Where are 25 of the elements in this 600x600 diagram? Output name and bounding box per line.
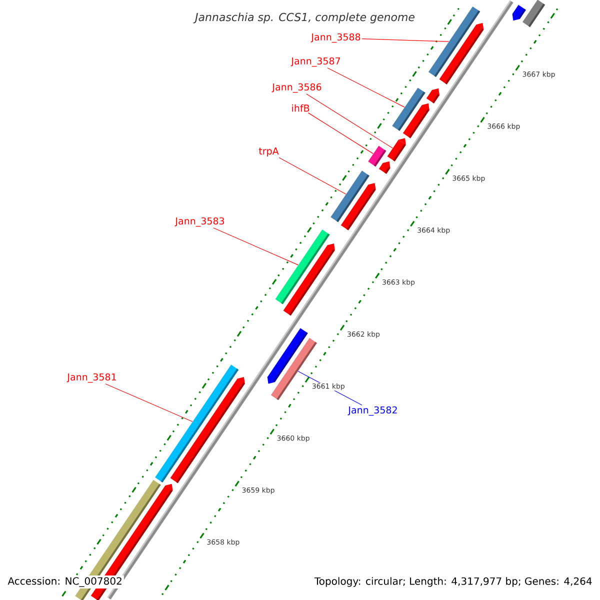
leader-line bbox=[213, 228, 298, 266]
gene-label: Jann_3581 bbox=[66, 373, 116, 383]
leader-line bbox=[362, 38, 450, 42]
gene-bar bbox=[428, 6, 480, 78]
gene-bar bbox=[392, 88, 426, 131]
gene-bar bbox=[330, 170, 370, 222]
leader-line bbox=[306, 94, 393, 148]
gene-label: Jann_3582 bbox=[348, 406, 397, 416]
title: Jannaschia sp. CCS1, complete genome bbox=[193, 12, 414, 24]
gene-label: ihfB bbox=[292, 104, 310, 112]
gene-bar bbox=[387, 138, 406, 162]
gene-label: Jann_3583 bbox=[174, 217, 224, 227]
leader-line bbox=[308, 112, 374, 154]
gene-label: Jann_3587 bbox=[290, 57, 340, 67]
gene-bar bbox=[155, 364, 239, 482]
footer-text: Accession: NC_007802 bbox=[6, 576, 124, 588]
leader-line bbox=[327, 68, 405, 108]
gene-label: Jann_3588 bbox=[310, 33, 360, 43]
leader-line bbox=[105, 384, 193, 422]
leader-line bbox=[278, 157, 346, 194]
gene-label: Jann_3586 bbox=[272, 83, 322, 93]
footer-text: Topology: circular; Length: 4,317,977 bp; Genes: 4,264 bbox=[312, 576, 594, 588]
gene-bar bbox=[275, 230, 330, 304]
gene-bar bbox=[368, 146, 386, 167]
gene-label: trpA bbox=[258, 148, 279, 156]
